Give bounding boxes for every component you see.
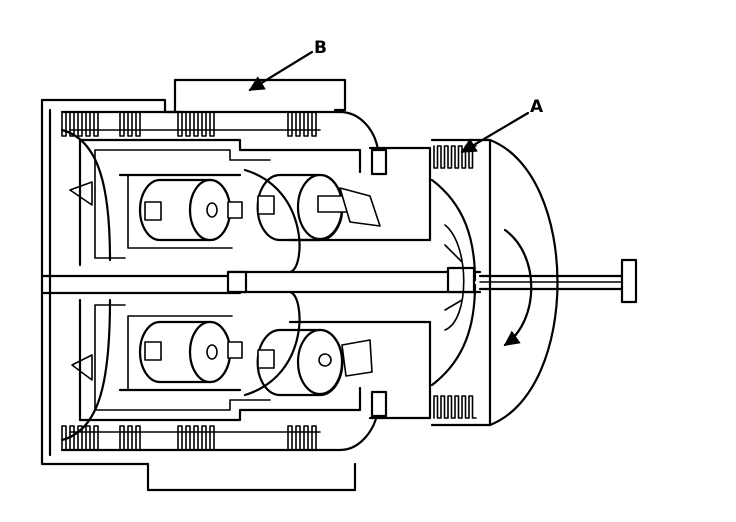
seal-top-left [61,111,103,137]
label-b: B [314,38,327,58]
label-a: A [530,97,544,117]
impeller-upper [138,173,349,242]
seal-bottom-left-2 [119,425,145,451]
arrow-a [460,111,530,154]
middle-discs [243,146,432,420]
seal-a-lower [433,395,477,419]
label-arrows [248,50,530,154]
seal-bottom-right [287,425,321,451]
seal-top-center [177,111,219,137]
seal-top-left-2 [119,111,145,137]
seal-bottom-left [61,425,103,451]
outer-casing [60,78,380,492]
arrow-b [248,50,314,92]
labyrinth-seals [61,111,477,451]
impeller-lower [138,320,344,397]
seal-a-upper [433,145,477,169]
central-shaft [226,258,638,304]
stator-chambers [78,138,362,422]
seal-top-right [287,111,321,137]
seal-bottom-center [177,425,219,451]
